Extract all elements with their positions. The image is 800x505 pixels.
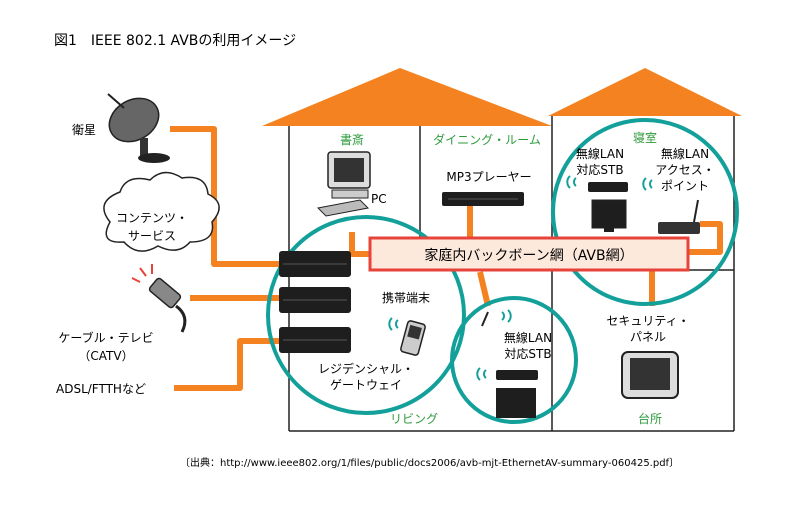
house-roof-right xyxy=(548,68,742,116)
wifi-signal-mobile-icon xyxy=(388,317,399,331)
house-roof-left xyxy=(262,68,552,126)
access-point-icon xyxy=(658,199,700,234)
cable-lines xyxy=(170,126,723,391)
label-catv-2: （CATV） xyxy=(78,349,133,363)
antenna-living xyxy=(481,311,489,327)
figure-title: 図1 IEEE 802.1 AVBの利用イメージ xyxy=(54,33,296,49)
room-kitchen: 台所 xyxy=(638,411,662,426)
catv-connector-icon xyxy=(131,264,187,333)
source-citation: 〔出典：http://www.ieee802.org/1/files/publi… xyxy=(180,456,679,469)
label-gateway-2: ゲートウェイ xyxy=(330,378,402,392)
room-dining: ダイニング・ルーム xyxy=(433,132,541,147)
label-wlan-ap-1: 無線LAN xyxy=(661,146,709,161)
label-wlan-stb-living-1: 無線LAN xyxy=(504,330,552,345)
label-gateway-1: レジデンシャル・ xyxy=(318,361,414,376)
set-top-box-living-icon xyxy=(496,370,538,418)
security-panel-icon xyxy=(621,351,679,399)
room-bedroom: 寝室 xyxy=(633,130,657,145)
zone-living-stb xyxy=(450,296,578,424)
label-mobile: 携帯端末 xyxy=(382,290,430,305)
label-catv-1: ケーブル・テレビ xyxy=(58,330,153,345)
zone-bedroom xyxy=(551,118,739,306)
label-content-service-1: コンテンツ・ xyxy=(116,211,188,225)
content-service-cloud-icon xyxy=(103,171,220,252)
pc-icon xyxy=(316,151,371,217)
satellite-dish-icon xyxy=(107,93,170,163)
room-study: 書斎 xyxy=(340,132,364,147)
label-security-1: セキュリティ・ xyxy=(606,314,689,328)
label-adsl: ADSL/FTTHなど xyxy=(56,382,146,396)
label-mp3: MP3プレーヤー xyxy=(446,170,531,184)
label-wlan-stb-bed-1: 無線LAN xyxy=(576,146,624,161)
label-pc: PC xyxy=(371,192,387,206)
label-wlan-stb-bed-2: 対応STB xyxy=(576,163,623,177)
set-top-box-bed-icon xyxy=(588,182,628,232)
residential-gateway-boxes xyxy=(279,251,351,353)
zone-living-gateway xyxy=(266,215,466,415)
wifi-signal-living-icon xyxy=(476,309,512,381)
room-living: リビング xyxy=(390,412,438,426)
backbone-label: 家庭内バックボーン網（AVB網） xyxy=(424,247,633,264)
label-satellite: 衛星 xyxy=(72,123,96,137)
mobile-terminal-icon xyxy=(400,320,426,356)
label-wlan-ap-3: ポイント xyxy=(661,179,709,193)
mp3-player-icon xyxy=(442,192,524,206)
label-wlan-ap-2: アクセス・ xyxy=(655,163,714,177)
wireless-zones xyxy=(266,118,739,424)
label-content-service-2: サービス xyxy=(128,229,176,243)
wifi-signal-icon xyxy=(566,175,653,191)
backbone-box: 家庭内バックボーン網（AVB網） xyxy=(368,236,690,272)
label-security-2: パネル xyxy=(630,330,666,344)
label-wlan-stb-living-2: 対応STB xyxy=(504,347,551,361)
